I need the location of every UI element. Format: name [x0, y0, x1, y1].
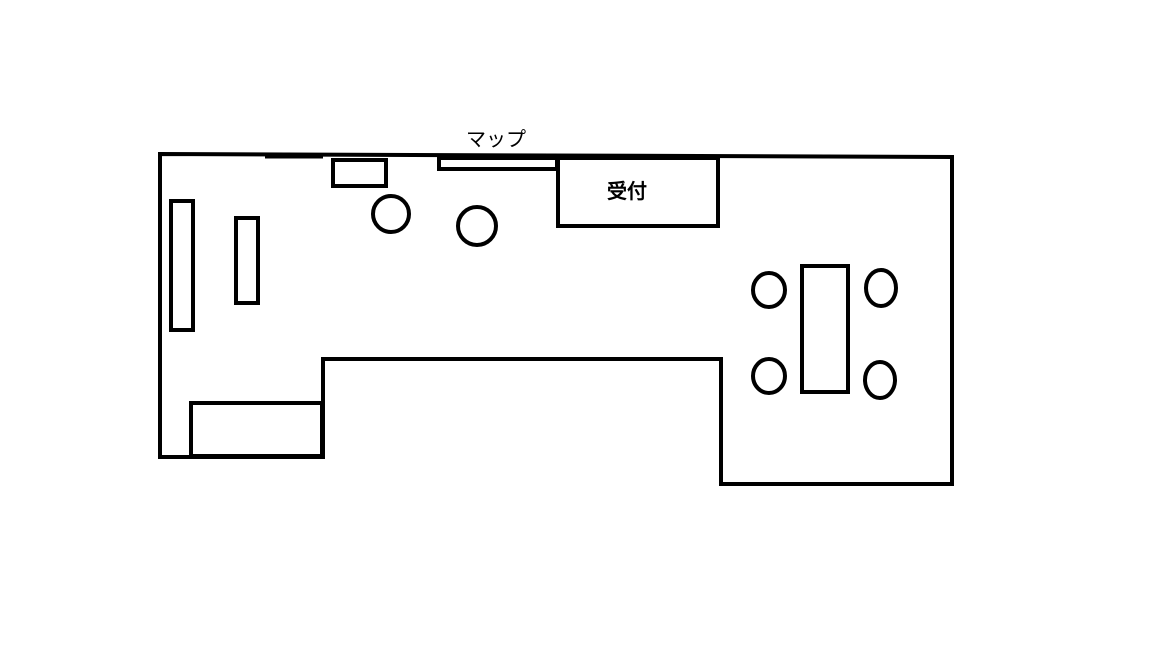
reception-desk [556, 156, 720, 228]
bottom-left-counter [189, 401, 324, 458]
chair [751, 357, 787, 395]
shelf [234, 216, 260, 305]
small-cabinet [331, 158, 388, 188]
chair [863, 360, 897, 400]
reception-label: 受付 [607, 179, 647, 203]
chair [864, 268, 898, 308]
left-shelf [169, 199, 195, 332]
round-stool [371, 194, 411, 234]
round-stool [456, 205, 498, 247]
table [800, 264, 850, 394]
map-label: マップ [466, 127, 526, 151]
chair [751, 271, 787, 309]
map-board [437, 156, 559, 171]
